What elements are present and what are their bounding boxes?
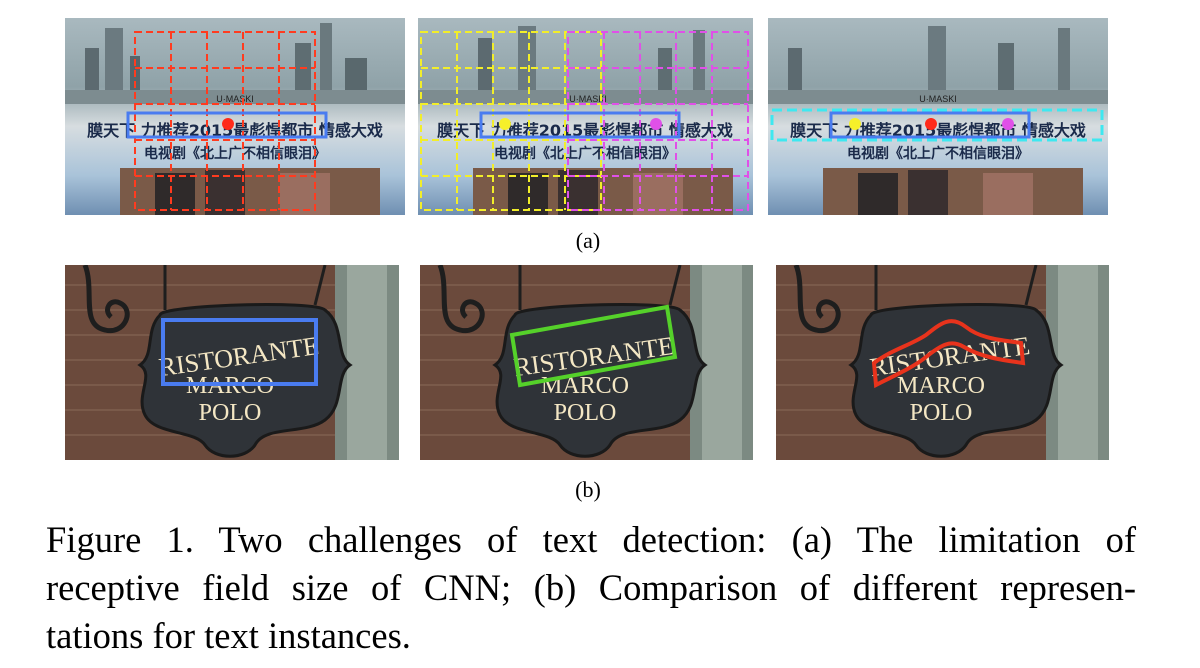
brand-logo-a2: U·MASKI [569,94,607,104]
panel-b2-rotated-box: RISTORANTE MARCO POLO [420,265,753,460]
panel-b3-curved-polygon: RISTORANTE MARCO POLO [776,265,1109,460]
brand-logo-a1: U·MASKI [216,94,254,104]
row-b-label: (b) [575,477,601,502]
panel-a1-receptive-field-red: U·MASKI 膜天下 力推荐2015最彪悍都市 情感大戏 电视剧《北上广不相信… [65,18,405,215]
caption-line-3: tations for text instances. [46,615,411,656]
brand-logo-a3: U·MASKI [919,94,957,104]
caption-line-2: receptive field size of CNN; (b) Compari… [46,567,1136,608]
sign-word3-b1: POLO [199,400,262,426]
row-a-label: (a) [575,228,601,253]
panel-a2-receptive-field-two-colors: U·MASKI 膜天下 力推荐2015最彪悍都市 情感大戏 电视剧《北上广不相信… [418,18,753,215]
sign-word3-b2: POLO [554,400,617,426]
panel-b1-horizontal-box: RISTORANTE MARCO POLO [65,265,399,460]
figure-caption: Figure 1. Two challenges of text detecti… [46,516,1136,660]
billboard-line1-a1: 膜天下 力推荐2015最彪悍都市 情感大戏 [87,121,383,140]
billboard-line2-a3: 电视剧《北上广不相信眼泪》 [847,145,1029,162]
sign-word3-b3: POLO [910,400,973,426]
billboard-line2-a1: 电视剧《北上广不相信眼泪》 [144,145,326,162]
billboard-line2-a2: 电视剧《北上广不相信眼泪》 [494,145,676,162]
panel-a3-full-text-field: U·MASKI 膜天下 力推荐2015最彪悍都市 情感大戏 电视剧《北上广不相信… [768,18,1108,215]
caption-line-1: Figure 1. Two challenges of text detecti… [46,519,1136,560]
sign-word2-b3: MARCO [897,373,985,399]
